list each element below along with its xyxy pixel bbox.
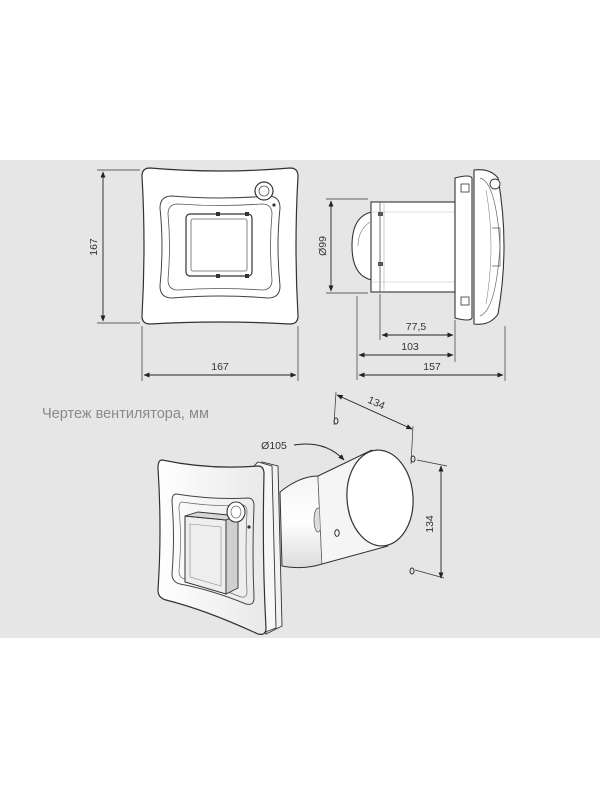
duct-diameter-label: Ø99 (317, 236, 329, 256)
depth-mid-label: 103 (401, 341, 419, 353)
outlet-diameter-label: Ø105 (261, 440, 287, 452)
depth-total-label: 157 (423, 361, 441, 373)
dim-plate-height: 134 (409, 459, 448, 579)
front-width-label: 167 (211, 361, 229, 373)
dim-outlet-diameter: Ø105 (261, 440, 345, 461)
dim-front-width: 167 (141, 326, 299, 381)
dim-front-height: 167 (88, 169, 140, 324)
front-view (141, 167, 299, 325)
side-view (351, 169, 505, 325)
dim-depths: 77,5 103 157 (356, 294, 506, 381)
drawing-caption: Чертеж вентилятора, мм (42, 406, 209, 422)
dim-duct-diameter: Ø99 (317, 198, 368, 294)
depth-inner-label: 77,5 (406, 321, 427, 333)
plate-height-label: 134 (424, 515, 436, 533)
front-height-label: 167 (88, 238, 100, 256)
isometric-view (157, 449, 414, 635)
